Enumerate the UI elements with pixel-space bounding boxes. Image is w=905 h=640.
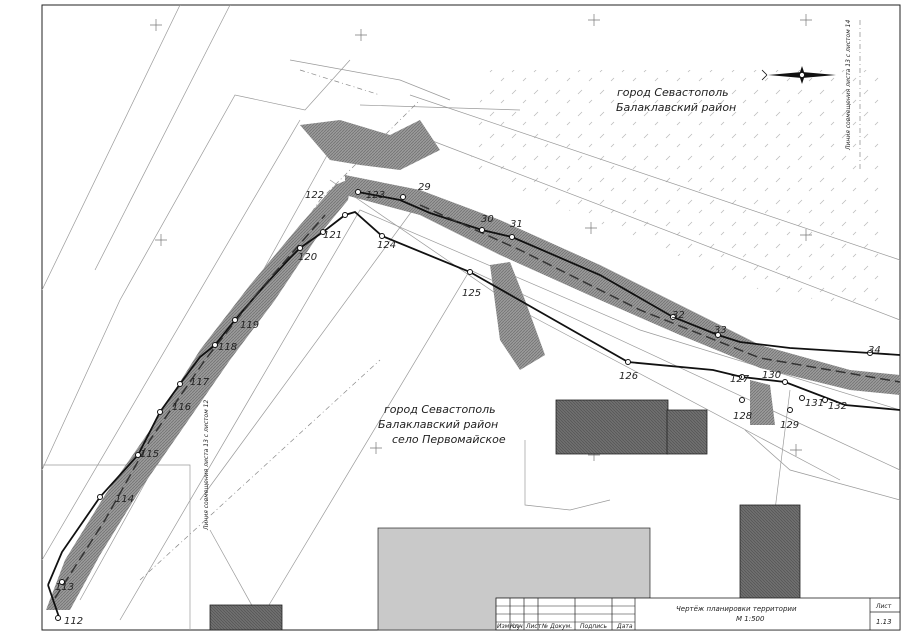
sheet-number: 1.13: [876, 618, 892, 626]
point-label: 129: [780, 420, 799, 431]
point-label: 113: [55, 582, 74, 593]
title-col-date: Дата: [616, 623, 633, 630]
point-label: 118: [218, 342, 237, 353]
point-label: 114: [115, 494, 134, 505]
point-label: 117: [190, 377, 210, 388]
point-label: 112: [64, 616, 83, 627]
point-label: 131: [805, 398, 824, 409]
point-label: 31: [510, 219, 523, 230]
building-3: [209, 604, 283, 631]
road-junction: [300, 120, 440, 170]
terrain-zone: [470, 70, 880, 310]
point-label: 127: [730, 374, 750, 385]
point-label: 30: [481, 214, 494, 225]
point-label: 119: [240, 320, 259, 331]
area-south-line1: город Севастополь: [384, 403, 496, 416]
title-col-change: Изм.: [497, 623, 511, 630]
side-note-left: Линия совмещения листа 13 с листом 12: [203, 400, 210, 531]
point-label: 116: [172, 402, 191, 413]
road-branch: [490, 262, 545, 370]
point-label: 29: [418, 182, 431, 193]
compass-rose-icon: [761, 66, 836, 84]
grid-crosses: [150, 14, 812, 461]
area-north-line1: город Севастополь: [617, 86, 729, 99]
point-label: 33: [714, 325, 727, 336]
point-label: 128: [733, 411, 752, 422]
title-col-sheet: Лист: [525, 623, 542, 630]
area-south-line3: село Первомайское: [392, 433, 506, 446]
sheet-label: Лист: [875, 603, 892, 610]
point-label: 130: [762, 370, 781, 381]
point-label: 124: [377, 240, 396, 251]
building-1: [555, 399, 669, 455]
side-note-right: Линия совмещения листа 13 с листом 14: [845, 20, 852, 151]
point-label: 115: [140, 449, 159, 460]
title-block: Изм. Кол.уч. Лист № Докум. Подпись Дата …: [495, 597, 901, 631]
point-label: 34: [868, 345, 881, 356]
area-label-north: город Севастополь Балаклавский район: [616, 86, 736, 114]
title-col-doc: № Докум.: [541, 623, 572, 630]
point-label: 125: [462, 288, 481, 299]
point-label: 122: [305, 190, 324, 201]
point-label: 32: [672, 310, 685, 321]
point-label: 123: [366, 190, 385, 201]
center-dashes: [54, 204, 901, 599]
title-col-signature: Подпись: [580, 623, 607, 630]
point-label: 126: [619, 371, 638, 382]
point-label: 132: [828, 401, 847, 412]
point-label: 120: [298, 252, 317, 263]
road-corridor-diagonal: [46, 178, 352, 610]
drawing-title: Чертёж планировки территории: [676, 605, 797, 613]
road-patch: [750, 380, 775, 425]
point-labels: 29 30 31 32 33 34 121 122 123 124 120 12…: [55, 182, 881, 627]
area-label-south: город Севастополь Балаклавский район сел…: [378, 403, 506, 446]
area-north-line2: Балаклавский район: [616, 101, 736, 114]
title-col-qty: Кол.уч.: [510, 623, 523, 630]
drawing-scale: М 1:500: [736, 615, 765, 623]
point-markers: [55, 189, 873, 621]
point-label: 121: [323, 230, 342, 241]
building-1-annex: [666, 409, 708, 455]
area-south-line2: Балаклавский район: [378, 418, 498, 431]
